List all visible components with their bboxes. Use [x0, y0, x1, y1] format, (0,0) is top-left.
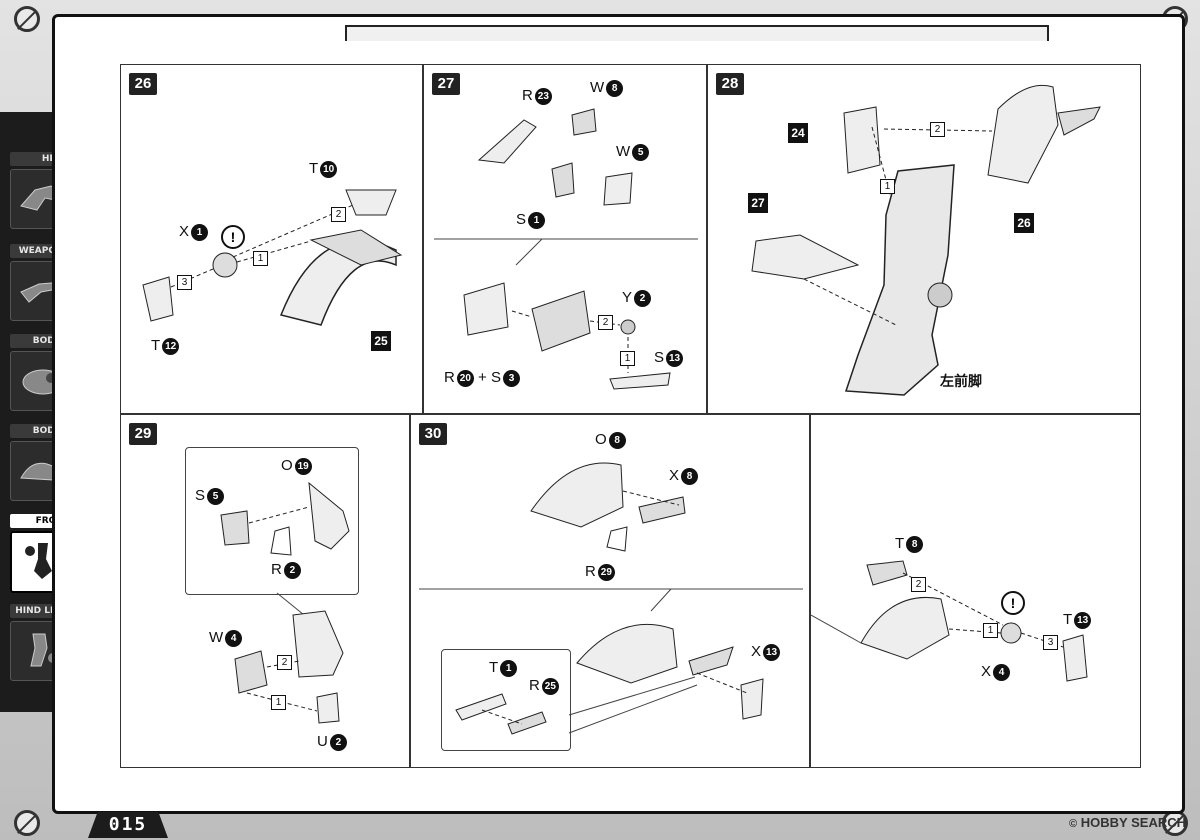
corner-bolt-icon [14, 810, 40, 836]
sequence-marker: 2 [277, 655, 292, 670]
step-29-parts-drawing [220, 481, 350, 724]
step-28-parts-drawing [751, 84, 1101, 396]
site-watermark: © HOBBY SEARCH [1069, 815, 1186, 830]
sequence-marker: 1 [880, 179, 895, 194]
warning-icon: ! [1001, 591, 1025, 615]
step-number: 26 [129, 73, 157, 95]
sequence-marker: 2 [911, 577, 926, 592]
part-badge-24: 24 [788, 123, 808, 143]
sequence-marker: 3 [177, 275, 192, 290]
part-badge-26: 26 [1014, 213, 1034, 233]
corner-bolt-icon [14, 6, 40, 32]
sequence-marker: 2 [331, 207, 346, 222]
sequence-marker: 1 [253, 251, 268, 266]
frame-notch [345, 25, 1049, 41]
sequence-marker: 1 [620, 351, 635, 366]
warning-icon: ! [221, 225, 245, 249]
step-number: 30 [419, 423, 447, 445]
sequence-marker: 1 [271, 695, 286, 710]
sequence-marker: 2 [930, 122, 945, 137]
sequence-marker: 2 [598, 315, 613, 330]
step-28-panel: 28 24 27 26 左前脚 1 2 [707, 64, 1141, 414]
step-number: 27 [432, 73, 460, 95]
step-number: 29 [129, 423, 157, 445]
result-part-badge: 25 [371, 331, 391, 351]
part-badge-27: 27 [748, 193, 768, 213]
page-number: 015 [88, 812, 168, 838]
step-number: 28 [716, 73, 744, 95]
step-30b-parts-drawing [811, 560, 1088, 682]
corner-bolt-icon [1162, 810, 1188, 836]
left-front-leg-caption: 左前脚 [940, 374, 982, 390]
sequence-marker: 3 [1043, 635, 1058, 650]
step-30-parts-drawing [419, 462, 803, 720]
step-27-parts-drawing [434, 108, 698, 390]
step-26-parts-drawing [142, 189, 403, 326]
sequence-marker: 1 [983, 623, 998, 638]
inset-connector-lines [568, 676, 698, 734]
